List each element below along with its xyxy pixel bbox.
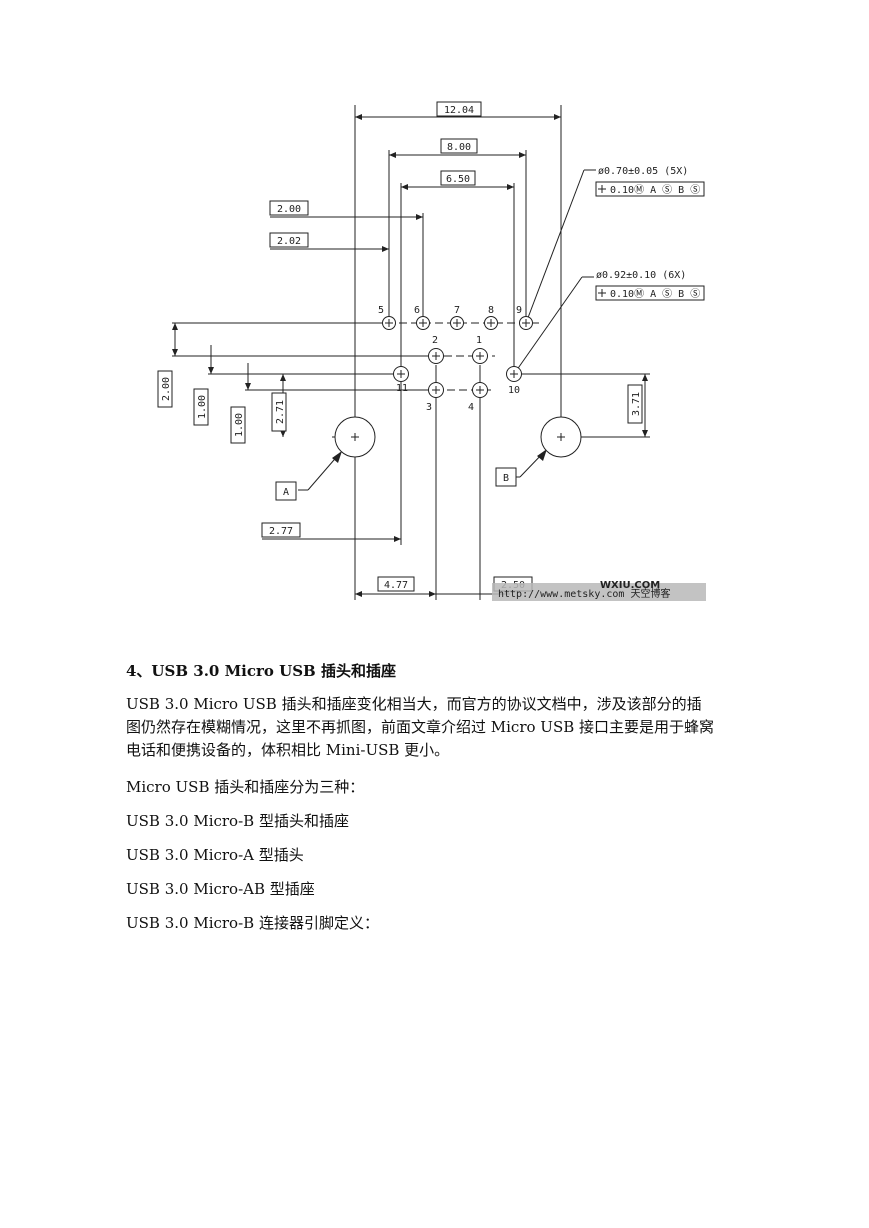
pin-label-2: 2 (432, 335, 438, 346)
pin-label-3: 3 (426, 402, 432, 413)
dim-8-00: 8.00 (447, 142, 471, 153)
datum-a: A (283, 487, 289, 498)
pin-label-11: 11 (396, 383, 408, 394)
datum-b: B (503, 473, 509, 484)
dim-1-00-b: 1.00 (234, 413, 245, 437)
pin-label-10: 10 (508, 385, 520, 396)
dim-4-77: 4.77 (384, 580, 408, 591)
pin-label-7: 7 (454, 305, 460, 316)
pin-definition-title: USB 3.0 Micro-B 连接器引脚定义： (126, 914, 379, 932)
dim-6-50: 6.50 (446, 174, 470, 185)
connector-dimension-drawing: 12.04 8.00 6.50 2.00 2.02 2.00 1.00 1.00… (157, 101, 706, 601)
dim-3-71: 3.71 (631, 392, 642, 416)
dim-2-02: 2.02 (277, 236, 301, 247)
type-micro-a: USB 3.0 Micro-A 型插头 (126, 846, 304, 864)
intro-line-2: 图仍然存在模糊情况，这里不再抓图，前面文章介绍过 Micro USB 接口主要是… (126, 718, 715, 736)
pin-label-4: 4 (468, 402, 474, 413)
pin-label-5: 5 (378, 305, 384, 316)
watermark-url: http://www.metsky.com 天空博客 (498, 587, 670, 600)
type-micro-ab: USB 3.0 Micro-AB 型插座 (126, 880, 315, 898)
types-intro: Micro USB 插头和插座分为三种： (126, 778, 365, 796)
tolerance-frame-2: 0.10Ⓜ A Ⓢ B Ⓢ (610, 288, 700, 300)
section-heading: 4、USB 3.0 Micro USB 插头和插座 (126, 662, 396, 680)
dim-2-71: 2.71 (275, 400, 286, 424)
pin-label-9: 9 (516, 305, 522, 316)
watermark-logo: WXIU.COM (600, 580, 660, 591)
tolerance-frame-1: 0.10Ⓜ A Ⓢ B Ⓢ (610, 184, 700, 196)
watermark-strip (492, 583, 706, 601)
dim-12-04: 12.04 (444, 105, 474, 116)
dim-2-77: 2.77 (269, 526, 293, 537)
dim-2-00-left: 2.00 (161, 377, 172, 401)
dim-2-00-top: 2.00 (277, 204, 301, 215)
pin-label-6: 6 (414, 305, 420, 316)
pin-label-8: 8 (488, 305, 494, 316)
hole-callout-092: ø0.92±0.10 (6X) (596, 270, 686, 281)
type-micro-b: USB 3.0 Micro-B 型插头和插座 (126, 812, 349, 830)
hole-callout-070: ø0.70±0.05 (5X) (598, 166, 688, 177)
intro-line-1: USB 3.0 Micro USB 插头和插座变化相当大，而官方的协议文档中，涉… (126, 695, 702, 713)
dim-1-00-a: 1.00 (197, 395, 208, 419)
pin-label-1: 1 (476, 335, 482, 346)
intro-line-3: 电话和便携设备的，体积相比 Mini-USB 更小。 (126, 741, 450, 759)
intro-paragraph: USB 3.0 Micro USB 插头和插座变化相当大，而官方的协议文档中，涉… (126, 693, 746, 762)
